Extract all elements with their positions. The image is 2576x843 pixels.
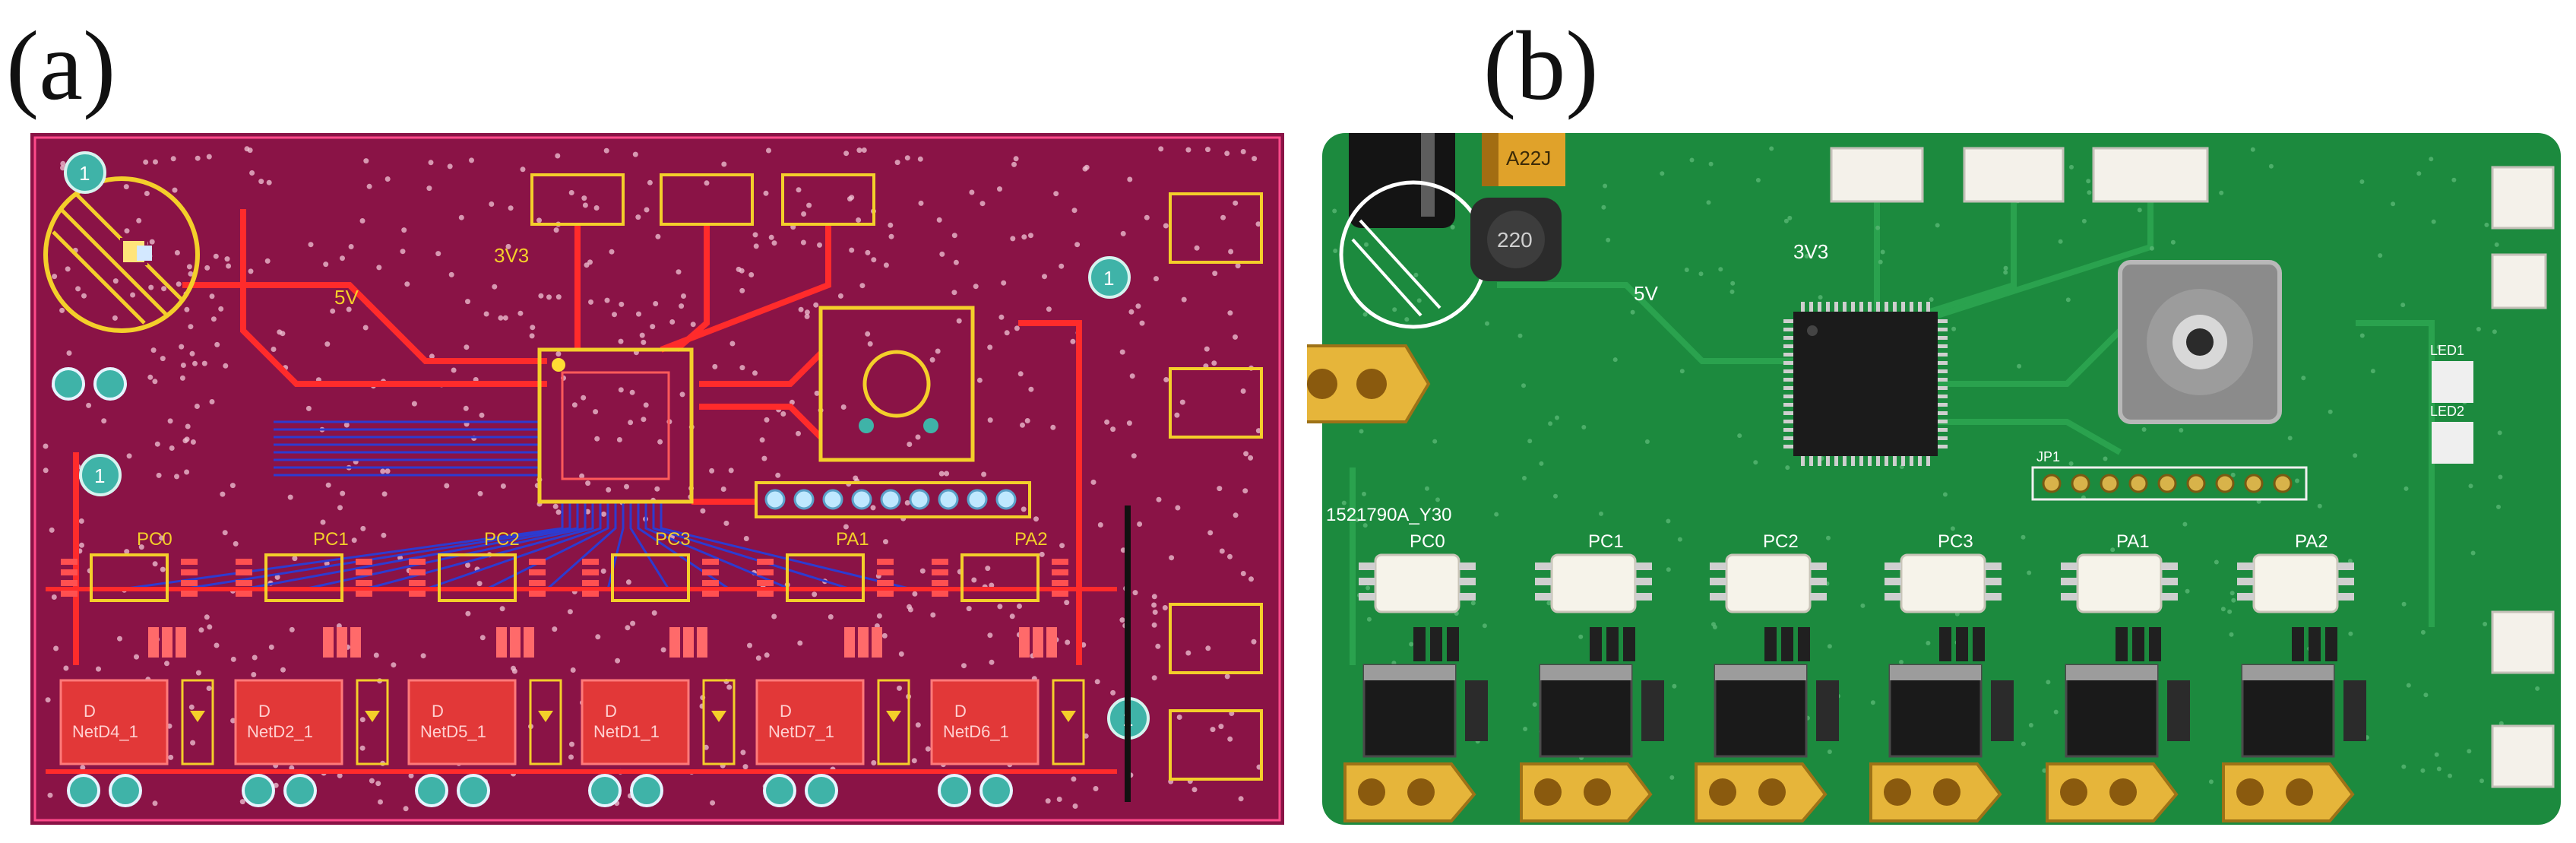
mosfet-label-netd4: NetD4_1	[72, 722, 138, 741]
copper-traces	[46, 209, 1117, 774]
mounting-hole-1: 1	[64, 151, 106, 194]
xt60-input-connector	[1307, 344, 1431, 423]
tantalum-capacitor: A22J	[1482, 133, 1565, 186]
mounting-hole-3: 1	[1088, 256, 1131, 299]
silk-circle-hatched	[43, 176, 200, 333]
power-inductor: 220	[1470, 198, 1562, 281]
channel-label-pc2: PC2	[484, 529, 520, 550]
mcu-chip	[1783, 302, 1948, 466]
electrolytic-capacitor	[1349, 133, 1455, 228]
mounting-hole-label: 1	[79, 162, 90, 185]
pin-header	[755, 481, 1031, 518]
rotary-encoder	[2118, 260, 2282, 424]
channel-label-pa1: PA1	[2116, 531, 2150, 552]
board-id: 1521790A_Y30	[1326, 505, 1452, 525]
mosfet-label-netd1: NetD1_1	[593, 722, 660, 741]
channel-label-pa1: PA1	[836, 529, 869, 550]
rail-label-3v3: 3V3	[1793, 240, 1828, 263]
pin-header: JP1	[2031, 449, 2308, 501]
led-label-2: LED2	[2430, 404, 2464, 419]
led-1: LED1	[2430, 343, 2473, 403]
channel-label-pa2: PA2	[1014, 529, 1048, 550]
mosfet-label-netd2: NetD2_1	[247, 722, 313, 741]
pcb-photo-image: A22J 220	[1307, 133, 2561, 825]
header-label: JP1	[2036, 449, 2060, 464]
channel-label-pc1: PC1	[1588, 531, 1624, 552]
mosfet-label-netd6: NetD6_1	[943, 722, 1009, 741]
channel-label-pc1: PC1	[313, 529, 349, 550]
pad-marker: D	[780, 702, 792, 721]
rail-label-5v: 5V	[334, 286, 359, 309]
mosfet-label-netd7: NetD7_1	[768, 722, 834, 741]
bottom-pads	[67, 774, 1013, 807]
mounting-hole-2: 1	[79, 454, 122, 496]
mounting-hole-label: 1	[94, 464, 105, 487]
encoder-footprint	[818, 306, 975, 462]
silk-circle-hatched	[1339, 180, 1488, 329]
channel-label-pa2: PA2	[2295, 531, 2328, 552]
rail-label-3v3: 3V3	[494, 244, 529, 267]
channel-label-pc3: PC3	[655, 529, 691, 550]
tantalum-marking: A22J	[1506, 147, 1551, 170]
mosfet-label-netd5: NetD5_1	[420, 722, 486, 741]
channel-label-pc0: PC0	[1410, 531, 1445, 552]
mounting-hole-label: 1	[1103, 267, 1114, 290]
channel-label-pc0: PC0	[137, 529, 172, 550]
panel-b-label: (b)	[1483, 11, 1599, 121]
channel-label-pc2: PC2	[1763, 531, 1799, 552]
channel-label-pc3: PC3	[1938, 531, 1973, 552]
rail-label-5v: 5V	[1634, 282, 1658, 305]
pad-marker: D	[432, 702, 444, 721]
mcu-footprint	[537, 347, 694, 504]
channel-blocks	[1343, 553, 2366, 822]
pad-marker: D	[605, 702, 617, 721]
inductor-marking: 220	[1497, 228, 1533, 252]
pad-marker: D	[954, 702, 967, 721]
channel-blocks	[59, 553, 1085, 765]
pad-marker: D	[84, 702, 96, 721]
led-2: LED2	[2430, 404, 2473, 464]
pad-marker: D	[258, 702, 271, 721]
led-label-1: LED1	[2430, 343, 2464, 358]
pcb-layout-image: 3V3 5V 1 1 1 1 PC0 PC1 PC2 PC3 PA1 PA2 D…	[30, 133, 1284, 825]
panel-a-label: (a)	[6, 11, 116, 121]
